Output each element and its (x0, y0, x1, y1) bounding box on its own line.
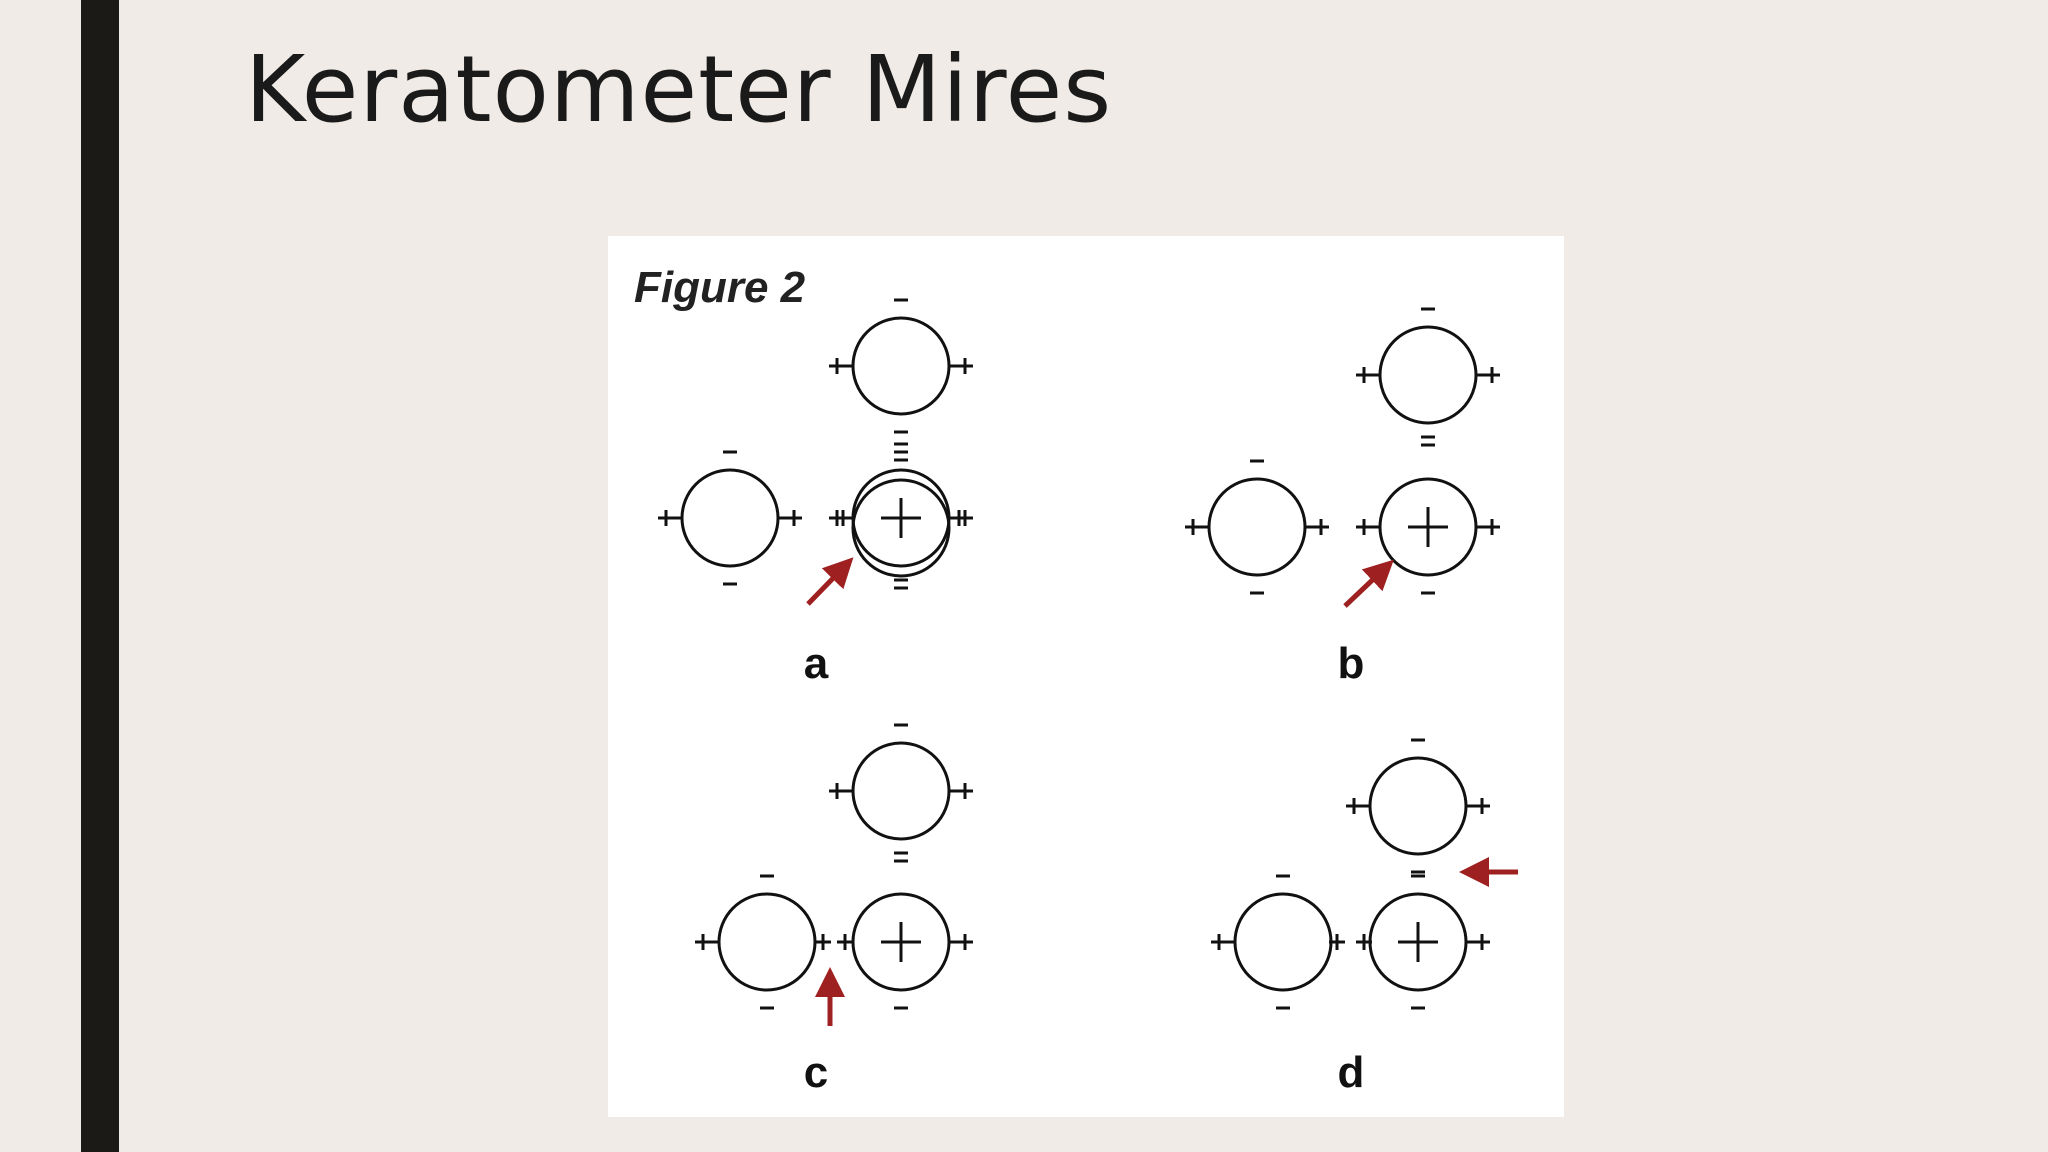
panel-letter-c: c (804, 1048, 828, 1097)
mire-a-left (658, 450, 802, 586)
mire-b-top (1356, 307, 1500, 447)
figure-image: Figure 2 a b c d (608, 236, 1564, 1117)
mire-c-center (837, 892, 973, 1010)
double-minus-mark-icon (894, 442, 908, 462)
mire-layer (658, 298, 1500, 1010)
plus-mark-icon (1313, 519, 1329, 535)
plus-mark-icon (957, 934, 973, 950)
plus-mark-icon (1211, 934, 1227, 950)
arrow-a (806, 557, 854, 606)
slide-accent-bar (81, 0, 119, 1152)
panel-letter-d: d (1338, 1048, 1365, 1097)
double-minus-mark-icon (894, 578, 908, 590)
plus-mark-icon (658, 510, 674, 526)
mire-d-left (1211, 874, 1345, 1010)
mire-a-top (829, 298, 973, 434)
plus-mark-icon (695, 934, 711, 950)
double-minus-mark-icon (894, 851, 908, 863)
panel-letter-b: b (1338, 639, 1365, 688)
double-minus-mark-icon (1421, 435, 1435, 447)
plus-mark-icon (1356, 934, 1372, 950)
plus-mark-icon (1474, 798, 1490, 814)
mire-d-center (1356, 874, 1490, 1010)
figure-heading: Figure 2 (634, 263, 806, 312)
plus-mark-icon (1484, 367, 1500, 383)
keratometer-mires-figure: Figure 2 a b c d (634, 263, 1518, 1097)
arrow-b (1343, 559, 1394, 608)
plus-mark-icon (829, 783, 845, 799)
page-title: Keratometer Mires (245, 36, 1113, 143)
plus-mark-icon (829, 358, 845, 374)
mire-b-center (1356, 477, 1500, 595)
panel-letter-a: a (804, 639, 829, 688)
plus-mark-icon (957, 358, 973, 374)
plus-mark-icon (815, 934, 831, 950)
mire-a-center (829, 442, 973, 590)
plus-mark-icon (786, 510, 802, 526)
plus-mark-icon (1356, 519, 1372, 535)
plus-mark-icon (837, 934, 853, 950)
plus-mark-icon (1356, 367, 1372, 383)
plus-mark-icon (1346, 798, 1362, 814)
plus-mark-icon (957, 783, 973, 799)
plus-mark-icon (1474, 934, 1490, 950)
arrow-layer (806, 557, 1518, 1026)
mire-b-left (1185, 459, 1329, 595)
mire-c-left (695, 874, 831, 1010)
mire-c-top (829, 723, 973, 863)
plus-mark-icon (1329, 934, 1345, 950)
plus-mark-icon (1484, 519, 1500, 535)
mire-d-top (1346, 738, 1490, 874)
plus-mark-icon (1185, 519, 1201, 535)
